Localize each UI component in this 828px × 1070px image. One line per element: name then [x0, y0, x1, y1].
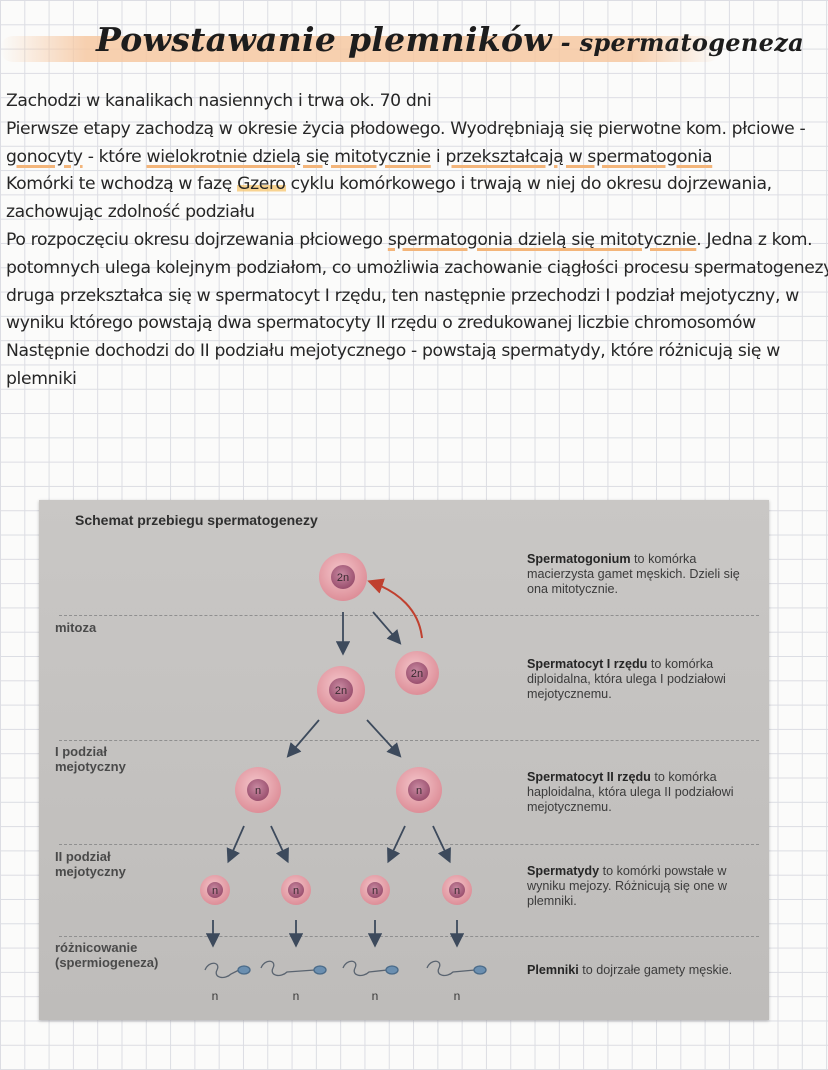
ploidy-n-label: n — [416, 785, 422, 797]
spermatid-cell: n — [200, 875, 230, 905]
arrow — [286, 719, 320, 758]
spermatogonium-copy-cell: 2n — [395, 651, 439, 695]
notes-body: Zachodzi w kanalikach nasiennych i trwa … — [6, 88, 828, 394]
ploidy-n-label: n — [255, 785, 261, 797]
diagram-title: Schemat przebiegu spermatogenezy — [75, 512, 318, 528]
arrow — [270, 825, 289, 864]
note-line-10: Następnie dochodzi do II podziału mejoty… — [6, 341, 780, 362]
arrow — [432, 825, 451, 864]
ploidy-2n-label: 2n — [335, 685, 347, 697]
note-line-2: Pierwsze etapy zachodzą w okresie życia … — [6, 118, 806, 139]
return-arrow — [367, 578, 423, 639]
ploidy-n-label: n — [372, 885, 378, 897]
description-spermatogonium: Spermatogonium to komórka macierzysta ga… — [527, 552, 740, 596]
spermatid-cell: n — [281, 875, 311, 905]
note-line-8: druga przekształca się w spermatocyt I r… — [6, 285, 799, 306]
note-line-1: Zachodzi w kanalikach nasiennych i trwa … — [6, 91, 432, 111]
ploidy-n-label: n — [372, 989, 379, 1003]
note-line-6: Po rozpoczęciu okresu dojrzewania płciow… — [6, 229, 813, 250]
ploidy-n-label: n — [293, 989, 300, 1003]
arrow — [226, 825, 245, 864]
title-main: Powstawanie plemników — [96, 20, 552, 59]
spermatid-cell: n — [360, 875, 390, 905]
secondary-spermatocyte-cell: n — [396, 767, 442, 813]
note-line-5: zachowując zdolność podziału — [6, 202, 255, 223]
divider-line — [59, 740, 759, 741]
arrow — [372, 611, 402, 645]
note-line-11: plemniki — [6, 368, 77, 389]
spermatid-cell: n — [442, 875, 472, 905]
title-area: Powstawanie plemników - spermatogeneza — [0, 14, 828, 74]
spermatogenesis-diagram-photo: Schemat przebiegu spermatogenezy mitoza … — [39, 500, 769, 1020]
arrow — [366, 719, 402, 758]
title-sub: spermatogeneza — [579, 28, 804, 57]
sperm-cell — [426, 960, 487, 977]
page-title: Powstawanie plemników - spermatogeneza — [96, 20, 804, 59]
diagram-graphic: 2n 2n 2n n n — [200, 553, 487, 1003]
description-sperm: Plemniki to dojrzałe gamety męskie. — [527, 963, 733, 977]
ploidy-2n-label: 2n — [337, 572, 349, 584]
title-dash: - — [552, 28, 580, 57]
note-line-9: wyniku którego powstają dwa spermatocyty… — [6, 313, 756, 334]
divider-line — [59, 844, 759, 845]
description-spermatids: Spermatydy to komórki powstałe w wyniku … — [527, 864, 727, 908]
description-secondary-spermatocyte: Spermatocyt II rzędu to komórka haploida… — [527, 770, 734, 814]
description-primary-spermatocyte: Spermatocyt I rzędu to komórka diploidal… — [527, 657, 726, 701]
note-line-7: potomnych ulega kolejnym podziałom, co u… — [6, 257, 828, 278]
sperm-cell — [260, 960, 327, 977]
note-line-3: gonocyty - które wielokrotnie dzielą się… — [6, 146, 713, 167]
note-line-4: Komórki te wchodzą w fazę Gzero cyklu ko… — [6, 174, 772, 195]
ploidy-2n-label: 2n — [411, 668, 423, 680]
ploidy-n-label: n — [293, 885, 299, 897]
arrow — [387, 825, 406, 864]
secondary-spermatocyte-cell: n — [235, 767, 281, 813]
sperm-cell — [204, 962, 251, 979]
ploidy-n-label: n — [212, 885, 218, 897]
stage-label-mitosis: mitoza — [55, 620, 97, 635]
stage-label-differentiation: różnicowanie(spermiogeneza) — [55, 940, 159, 970]
divider-line — [59, 615, 759, 616]
ploidy-n-label: n — [454, 989, 461, 1003]
primary-spermatocyte-cell: 2n — [317, 666, 365, 714]
spermatogonium-cell: 2n — [319, 553, 367, 601]
divider-line — [59, 936, 759, 937]
ploidy-n-label: n — [212, 989, 219, 1003]
ploidy-n-label: n — [454, 885, 460, 897]
title-highlight — [0, 36, 720, 62]
sperm-cell — [342, 960, 399, 977]
